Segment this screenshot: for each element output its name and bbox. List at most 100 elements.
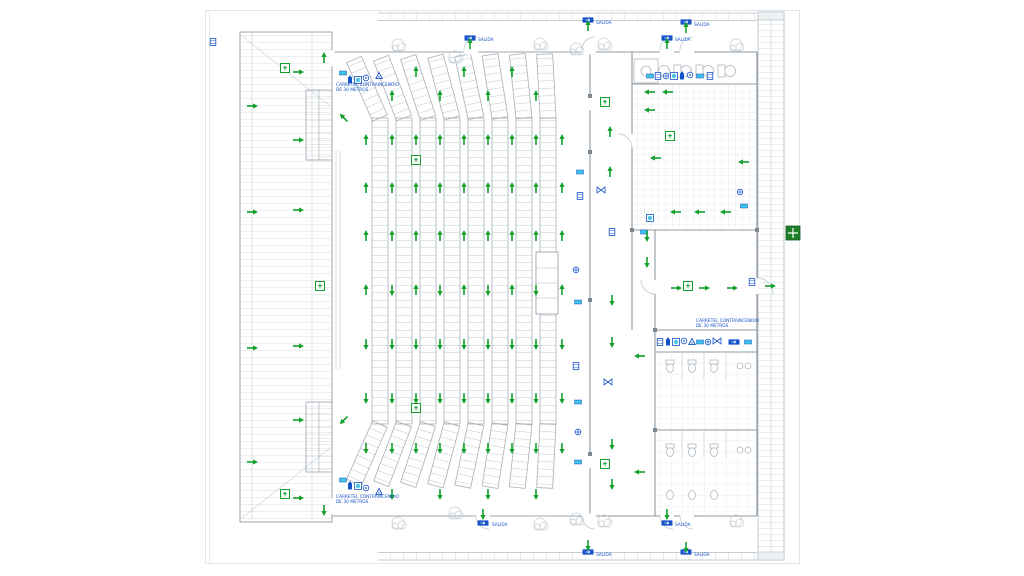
evac-arrow-icon [533, 285, 539, 296]
emergency-light-icon [339, 477, 347, 483]
exit-sign-icon [600, 97, 610, 107]
hose-reel-icon [670, 72, 678, 80]
evac-arrow-icon [461, 182, 467, 193]
emergency-light-icon [574, 299, 582, 305]
emergency-light-icon [740, 203, 748, 209]
evac-arrow-icon [437, 134, 443, 145]
evac-arrow-icon [461, 134, 467, 145]
evac-arrow-icon [247, 345, 258, 351]
evac-arrow-icon [413, 134, 419, 145]
evac-arrow-icon [413, 339, 419, 350]
control-panel-icon [748, 278, 756, 286]
evac-arrow-icon [559, 182, 565, 193]
evac-arrow-icon [389, 182, 395, 193]
evac-arrow-icon [509, 230, 515, 241]
evac-arrow-icon [533, 393, 539, 404]
emergency-light-icon [696, 73, 704, 79]
exit-sign-icon [280, 489, 290, 499]
evac-arrow-icon [467, 38, 473, 49]
evac-arrow-icon [437, 489, 443, 500]
emergency-light-icon [696, 339, 704, 345]
evac-arrow-icon [634, 353, 645, 359]
evac-arrow-icon [671, 285, 682, 291]
emergency-light-icon [576, 169, 584, 175]
siren-strobe-icon [712, 337, 722, 345]
warning-triangle-icon [688, 337, 696, 346]
emergency-light-icon [574, 399, 582, 405]
exit-sign-icon [411, 155, 421, 165]
evac-arrow-icon [321, 505, 327, 516]
evac-arrow-icon [670, 209, 681, 215]
control-panel-icon [706, 72, 714, 80]
evac-arrow-icon [413, 284, 419, 295]
evac-arrow-icon [461, 443, 467, 454]
evac-arrow-icon [559, 230, 565, 241]
smoke-detector-icon [736, 188, 744, 196]
alarm-bell-icon [362, 74, 370, 82]
fire-extinguisher-icon [348, 481, 352, 490]
assembly-point-layer [785, 225, 801, 241]
evac-arrow-icon [509, 182, 515, 193]
exit-sign-icon [280, 63, 290, 73]
emergency-light-icon [646, 73, 654, 79]
alarm-bell-icon [680, 337, 688, 345]
evac-arrow-icon [363, 284, 369, 295]
evac-arrow-icon [683, 542, 689, 553]
exit-signs-layer [280, 63, 693, 499]
evac-arrow-icon [727, 285, 738, 291]
evac-arrow-icon [485, 182, 491, 193]
exit-direction-sign-icon [728, 339, 740, 345]
evac-arrow-icon [247, 103, 258, 109]
evac-arrow-icon [509, 284, 515, 295]
evac-arrow-icon [389, 393, 395, 404]
plan-label: CARRETEL CONTRAINCENDIO [696, 318, 760, 324]
evac-arrow-icon [339, 113, 349, 123]
evac-arrow-icon [461, 66, 467, 77]
wall-piers [588, 94, 759, 456]
evac-arrow-icon [533, 230, 539, 241]
evac-arrow-icon [509, 443, 515, 454]
exit-sign-icon [600, 459, 610, 469]
exit-sign-icon [411, 403, 421, 413]
evac-arrow-icon [293, 343, 304, 349]
evac-arrow-icon [389, 230, 395, 241]
sheet-frame [205, 10, 800, 564]
fire-extinguisher-icon [348, 75, 352, 84]
evac-arrow-icon [609, 295, 615, 306]
siren-strobe-icon [596, 186, 606, 194]
exit-direction-sign-icon [661, 520, 673, 526]
evac-arrow-icon [609, 439, 615, 450]
evac-arrow-icon [437, 230, 443, 241]
evac-arrow-icon [413, 182, 419, 193]
evac-arrow-icon [509, 339, 515, 350]
evac-arrow-icon [363, 443, 369, 454]
control-panel-icon [209, 38, 217, 46]
evac-arrow-icon [662, 89, 673, 95]
emergency-light-icon [339, 70, 347, 76]
evac-arrow-icon [533, 90, 539, 101]
evac-arrow-icon [585, 20, 591, 31]
evac-arrow-icon [634, 469, 645, 475]
evac-arrow-icon [559, 443, 565, 454]
evac-arrow-icon [699, 285, 710, 291]
plan-label: SALIDA [675, 37, 691, 43]
evac-arrow-icon [607, 166, 613, 177]
evac-arrow-icon [559, 339, 565, 350]
plan-label: SALIDA [596, 552, 612, 558]
evac-arrow-icon [485, 443, 491, 454]
evac-arrow-icon [461, 230, 467, 241]
dimension-band-bottom [378, 552, 757, 561]
evac-arrow-icon [664, 509, 670, 520]
door-swings [463, 36, 774, 530]
plan-label: DE 30 METROS [696, 323, 729, 329]
plan-label: CARRETEL CONTRAINCENDIO [336, 494, 400, 500]
evac-arrow-icon [321, 52, 327, 63]
evac-arrow-icon [413, 393, 419, 404]
evac-arrow-icon [413, 66, 419, 77]
evac-arrow-icon [559, 134, 565, 145]
evac-arrow-icon [485, 393, 491, 404]
control-panel-icon [608, 228, 616, 236]
evac-arrow-icon [533, 339, 539, 350]
evacuation-arrows-layer [247, 20, 776, 553]
